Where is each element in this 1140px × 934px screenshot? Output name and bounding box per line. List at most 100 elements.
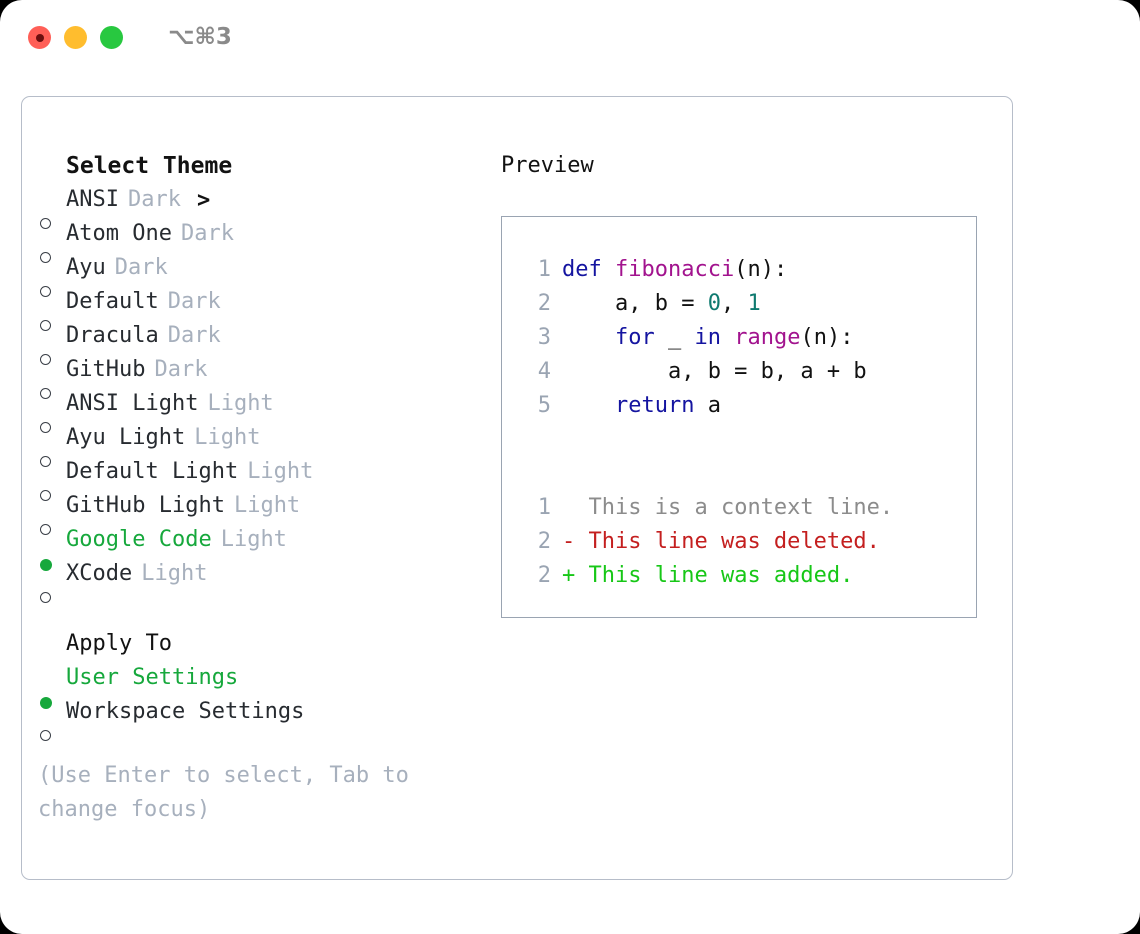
theme-option-ansi-light[interactable]: ANSI Light Light: [38, 387, 498, 433]
token-number: 1: [747, 291, 761, 316]
token-plain: _: [654, 325, 695, 350]
line-number: 2: [537, 291, 551, 316]
line-number: 4: [537, 359, 551, 384]
theme-name: Google Code: [66, 527, 212, 552]
theme-variant: Light: [141, 561, 208, 586]
theme-variant: Light: [220, 527, 287, 552]
token-plain: ,: [720, 291, 748, 316]
theme-variant: Dark: [167, 323, 221, 348]
token-plain: a, b = b, a + b: [562, 359, 867, 384]
theme-name: Ayu: [66, 255, 106, 280]
diff-content: This is a context line.: [588, 495, 894, 520]
close-window-button[interactable]: [28, 26, 51, 49]
theme-option-xcode-light[interactable]: XCode Light: [38, 557, 498, 603]
token-keyword: return: [614, 393, 695, 418]
code-content: return a: [562, 389, 721, 423]
theme-name: Ayu Light: [66, 425, 186, 450]
theme-name: GitHub Light: [66, 493, 225, 518]
apply-to-option-user-settings[interactable]: User Settings: [38, 661, 498, 709]
theme-option-ayu-dark[interactable]: Ayu Dark: [38, 251, 498, 297]
theme-name: GitHub: [66, 357, 146, 382]
theme-variant: Light: [194, 425, 261, 450]
code-content: for _ in range(n):: [562, 321, 853, 355]
select-theme-header: > Select Theme: [38, 149, 498, 213]
theme-option-google-code-light[interactable]: Google Code Light: [38, 523, 498, 571]
line-number: 1: [537, 257, 551, 282]
token-function: range: [734, 325, 801, 350]
code-line: 1 def fibonacci(n):: [502, 253, 976, 287]
traffic-lights: [28, 26, 123, 49]
main-panel: > Select Theme ANSI Dark Atom One Dark: [21, 96, 1013, 880]
token-function: fibonacci: [614, 257, 735, 282]
token-plain: [562, 325, 615, 350]
token-plain: a: [694, 393, 721, 418]
theme-picker-column: > Select Theme ANSI Dark Atom One Dark: [38, 149, 498, 827]
theme-variant: Light: [247, 459, 314, 484]
diff-sign: [562, 491, 589, 525]
token-keyword: in: [694, 325, 721, 350]
token-keyword: def: [562, 257, 615, 282]
apply-to-option-workspace-settings[interactable]: Workspace Settings: [38, 695, 498, 741]
theme-variant: Dark: [180, 221, 234, 246]
token-plain: a, b =: [562, 291, 708, 316]
theme-option-dracula-dark[interactable]: Dracula Dark: [38, 319, 498, 365]
theme-option-ansi-dark[interactable]: ANSI Dark: [38, 183, 498, 229]
token-plain: [721, 325, 734, 350]
diff-line-added: 2 + This line was added.: [502, 559, 976, 593]
preview-title: Preview: [501, 153, 594, 178]
code-line: 4 a, b = b, a + b: [502, 355, 976, 389]
code-content: a, b = b, a + b: [562, 355, 867, 389]
theme-option-github-light[interactable]: GitHub Light Light: [38, 489, 498, 535]
theme-option-default-dark[interactable]: Default Dark: [38, 285, 498, 331]
apply-to-name: User Settings: [66, 665, 239, 690]
preview-column: Preview 1 def fibonacci(n): 2 a, b = 0, …: [501, 149, 1001, 618]
theme-variant: Dark: [154, 357, 208, 382]
line-number: 3: [537, 325, 551, 350]
diff-content: This line was deleted.: [588, 529, 880, 554]
code-content: def fibonacci(n):: [562, 253, 787, 287]
line-number: 1: [537, 495, 551, 520]
maximize-window-button[interactable]: [100, 26, 123, 49]
theme-option-default-light[interactable]: Default Light Light: [38, 455, 498, 501]
token-keyword: for: [614, 325, 655, 350]
theme-name: Dracula: [66, 323, 159, 348]
theme-name: Default Light: [66, 459, 239, 484]
diff-sign: -: [562, 529, 589, 554]
apply-to-name: Workspace Settings: [66, 699, 305, 724]
theme-name: XCode: [66, 561, 133, 586]
keyboard-shortcut-label: ⌥⌘3: [168, 24, 232, 50]
token-plain: [562, 393, 615, 418]
theme-option-github-dark[interactable]: GitHub Dark: [38, 353, 498, 399]
token-plain: (n):: [800, 325, 854, 350]
theme-name: Default: [66, 289, 159, 314]
line-number: 2: [537, 529, 551, 554]
line-number: 5: [537, 393, 551, 418]
code-line: 3 for _ in range(n):: [502, 321, 976, 355]
theme-variant: Dark: [114, 255, 168, 280]
code-preview-box: 1 def fibonacci(n): 2 a, b = 0, 1 3 for …: [501, 216, 977, 618]
line-number: 2: [537, 563, 551, 588]
token-plain: (n):: [734, 257, 788, 282]
theme-name: ANSI: [66, 187, 119, 212]
code-blank-line: [502, 423, 976, 457]
theme-variant: Dark: [167, 289, 221, 314]
section-spacer: [38, 591, 498, 627]
apply-to-header: Apply To: [66, 631, 172, 656]
diff-line-deleted: 2 - This line was deleted.: [502, 525, 976, 559]
theme-option-ayu-light[interactable]: Ayu Light Light: [38, 421, 498, 467]
token-number: 0: [707, 291, 721, 316]
code-line: 2 a, b = 0, 1: [502, 287, 976, 321]
diff-content: This line was added.: [588, 563, 854, 588]
theme-option-atom-one-dark[interactable]: Atom One Dark: [38, 217, 498, 263]
theme-name: Atom One: [66, 221, 172, 246]
theme-name: ANSI Light: [66, 391, 199, 416]
diff-line-context: 1 This is a context line.: [502, 491, 976, 525]
minimize-window-button[interactable]: [64, 26, 87, 49]
theme-variant: Dark: [127, 187, 181, 212]
code-blank-line: [502, 457, 976, 491]
caret-icon: >: [196, 188, 211, 213]
diff-sign: +: [562, 563, 589, 588]
title-bar: ⌥⌘3: [0, 0, 1140, 78]
code-content: a, b = 0, 1: [562, 287, 761, 321]
